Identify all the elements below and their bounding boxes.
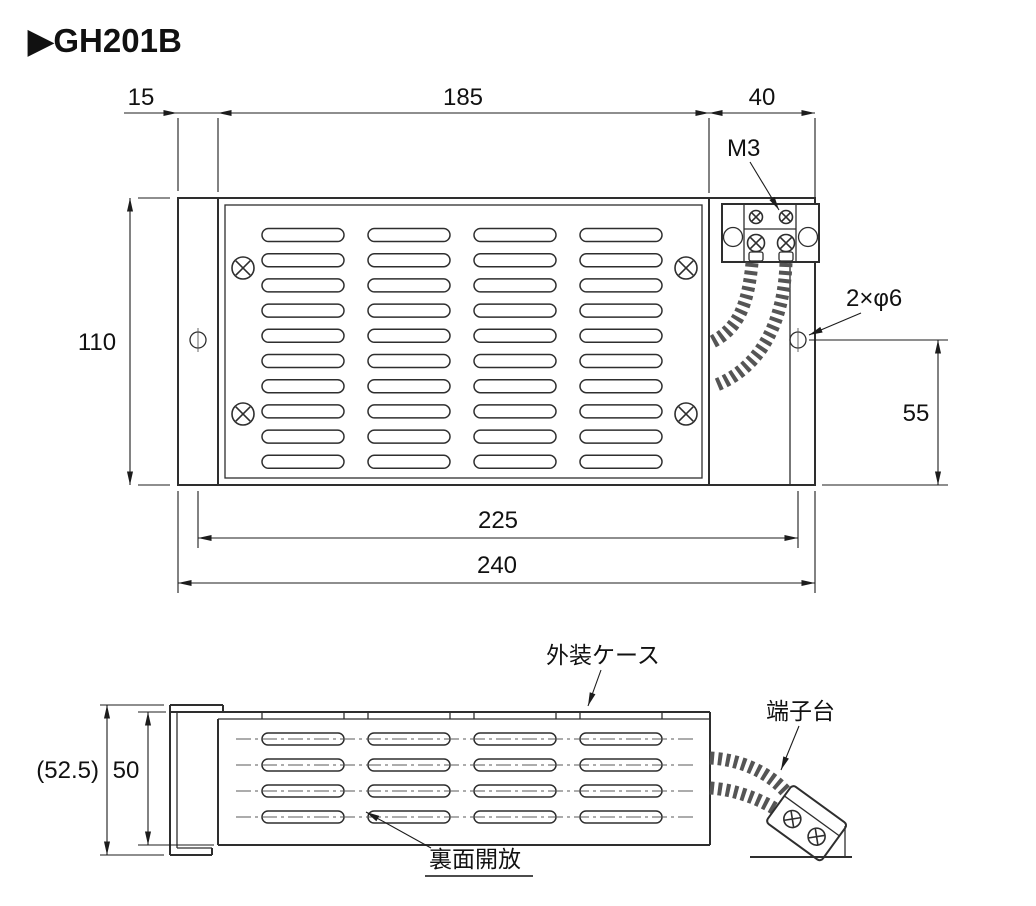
- top-plate-ticks: [261, 712, 663, 719]
- dim-case-height: 50: [113, 757, 140, 784]
- dim-terminal-width: 40: [749, 84, 776, 111]
- dim-hole-offset: 55: [903, 400, 930, 427]
- dim-mounting-pitch: 225: [478, 507, 518, 534]
- dim-overall-height: (52.5): [36, 757, 99, 784]
- terminal-screw-icon: [748, 209, 764, 225]
- label-terminal-block: 端子台: [766, 698, 835, 724]
- screw-icon: [674, 256, 698, 280]
- terminal-screw-icon: [778, 209, 794, 225]
- dim-body-height: 110: [78, 329, 116, 356]
- side-view: (52.5) 50 外装ケース 端子台 裏面開放: [36, 642, 852, 877]
- screw-icon: [231, 256, 255, 280]
- case-outline-top: [177, 197, 816, 486]
- label-open-back: 裏面開放: [429, 846, 521, 872]
- model-title: ▶GH201B: [27, 22, 182, 59]
- vent-slots-side: [261, 732, 663, 824]
- screw-icon: [231, 402, 255, 426]
- label-outer-case: 外装ケース: [546, 642, 660, 668]
- terminal-screw-icon: [746, 233, 766, 253]
- dimension-lines-side: [100, 669, 800, 856]
- label-terminal-screw: M3: [727, 135, 760, 162]
- terminal-screw-icon: [776, 233, 796, 253]
- mounting-hole-left: [189, 328, 207, 352]
- mounting-hole-right: [789, 328, 807, 352]
- case-outline-side: [170, 704, 711, 846]
- screw-icon: [674, 402, 698, 426]
- cable-tubes-top: [706, 262, 793, 393]
- dim-flange-width: 15: [128, 84, 155, 111]
- label-mounting-holes: 2×φ6: [846, 285, 902, 312]
- dim-body-width: 185: [443, 84, 483, 111]
- top-view: 15 185 40 110 M3 2×φ6 55 225 240: [78, 84, 948, 593]
- terminal-block-side: [750, 785, 852, 862]
- dimension-lines-top: [124, 109, 948, 593]
- mounting-bracket: [169, 705, 213, 856]
- dim-overall-width: 240: [477, 552, 517, 579]
- terminal-block-top: [721, 203, 820, 263]
- slot-centerlines: [236, 738, 696, 818]
- vent-slots-top: [261, 227, 663, 470]
